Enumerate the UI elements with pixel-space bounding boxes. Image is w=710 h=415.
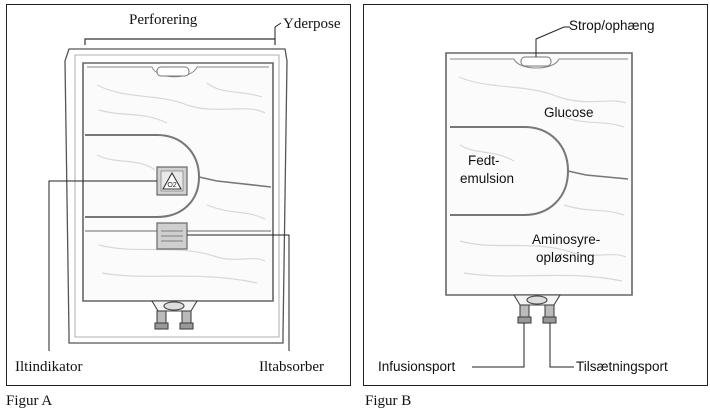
leader-lines-b — [472, 26, 574, 368]
ports-a — [151, 300, 198, 330]
figure-a-caption: Figur A — [6, 393, 53, 409]
o2-symbol: O2 — [167, 182, 176, 189]
bag-b-chamber-seal-right — [567, 170, 629, 180]
amino-label-line1: Aminosyre- — [532, 232, 601, 247]
leader-lines-a — [48, 22, 290, 351]
figure-b-drawing — [445, 26, 633, 368]
chamber-seal-right — [198, 176, 272, 188]
amino-label-line2: opløsning — [536, 250, 595, 265]
infusion-port-label: Infusionsport — [378, 359, 456, 374]
bag-top-seal — [87, 66, 269, 78]
lipid-label-line2: emulsion — [460, 171, 515, 186]
figure-b-caption: Figur B — [365, 393, 412, 409]
figure-b-panel: Strop/ophæng Glucose Fedt- emulsion Amin… — [363, 4, 708, 386]
outer-bag-inner-edge — [74, 54, 280, 338]
figure-a-drawing: O2 — [48, 22, 290, 351]
glucose-label: Glucose — [544, 105, 594, 120]
strap-label: Strop/ophæng — [569, 18, 655, 33]
bag-b-body — [445, 52, 633, 296]
outer-bag-label: Yderpose — [283, 16, 341, 32]
hanger-slot — [156, 66, 190, 77]
bag-b-top-seal — [450, 58, 628, 69]
perforation-label: Perforering — [129, 12, 198, 28]
ports-b — [513, 294, 561, 324]
bag-wrinkles — [96, 82, 266, 284]
perforation-bracket — [84, 38, 276, 45]
oxygen-absorber — [156, 222, 188, 250]
oxygen-indicator-label: Iltindikator — [15, 359, 83, 375]
figure-a-panel: O2 Perforering Yderpose Iltindikator Ilt… — [6, 4, 351, 386]
oxygen-indicator: O2 — [156, 166, 188, 196]
lipid-label-line1: Fedt- — [468, 153, 500, 168]
bag-b-wrinkles — [458, 76, 627, 282]
strap-slot — [520, 56, 552, 67]
additive-port-label: Tilsætningsport — [576, 359, 668, 374]
oxygen-absorber-label: Iltabsorber — [259, 359, 324, 375]
outer-bag — [64, 48, 288, 344]
